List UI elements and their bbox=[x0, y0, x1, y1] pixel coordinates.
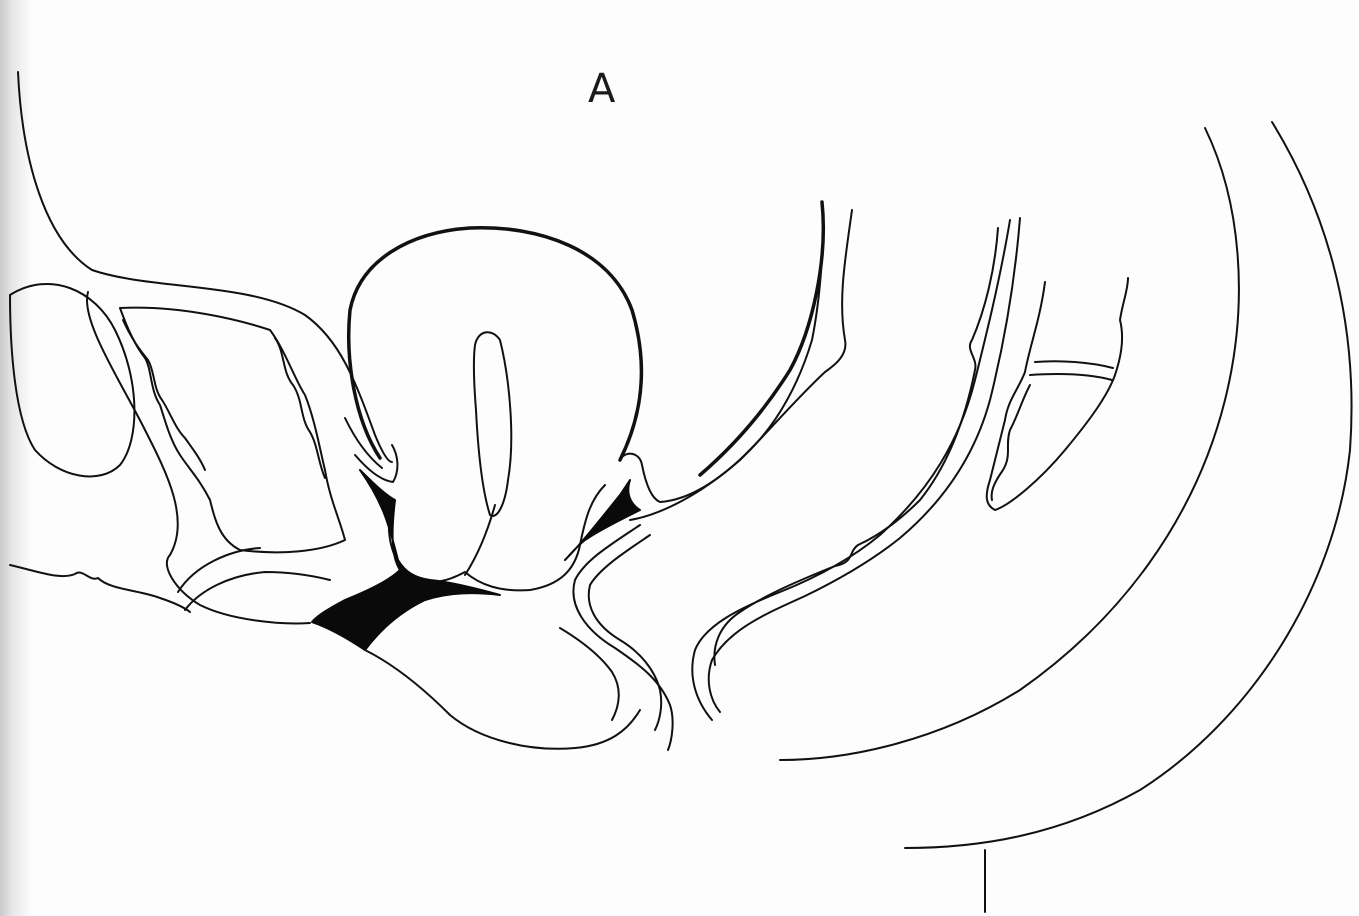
uterus-fundus bbox=[349, 228, 642, 460]
paravesical-space-fill bbox=[312, 470, 500, 650]
urethra-lower bbox=[178, 548, 260, 592]
pubic-bone-outline bbox=[10, 284, 134, 476]
sacral-joint-line-2 bbox=[1030, 374, 1112, 380]
rectum-inner-mucosa bbox=[714, 228, 998, 665]
rectum-posterior-inner bbox=[709, 218, 1020, 712]
rectum-anterior-wall bbox=[573, 525, 672, 750]
urethra-outline bbox=[10, 565, 190, 612]
rectum-anterior-inner bbox=[589, 535, 661, 730]
bladder-rugae-right bbox=[275, 338, 325, 478]
rectum-posterior-wall bbox=[692, 220, 1010, 720]
urethra-inner bbox=[185, 572, 330, 610]
bladder-inner-wall bbox=[120, 308, 345, 553]
posterior-peritoneum bbox=[700, 202, 823, 475]
posterior-peritoneum-outer bbox=[630, 210, 852, 520]
uterus-lower bbox=[389, 485, 605, 590]
vagina-posterior-wall bbox=[560, 628, 619, 720]
posterior-body-curve-outer bbox=[905, 122, 1352, 848]
vagina-anterior-wall bbox=[365, 650, 640, 749]
sacral-joint-line bbox=[1035, 361, 1113, 368]
anterior-wall-line bbox=[18, 72, 392, 462]
uterine-cavity bbox=[474, 332, 511, 516]
bladder-rugae-left bbox=[123, 320, 205, 470]
pararectal-space-fill bbox=[565, 480, 640, 560]
